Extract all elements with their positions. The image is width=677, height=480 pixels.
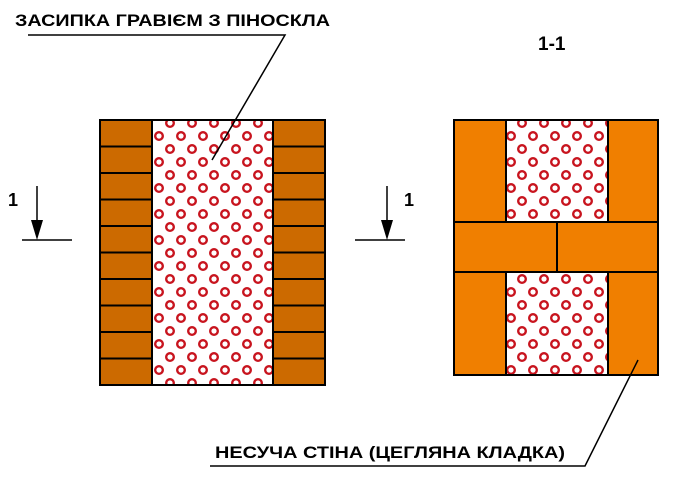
wall-callout: НЕСУЧА СТІНА (ЦЕГЛЯНА КЛАДКА) bbox=[210, 359, 639, 467]
section-marker-left: 1 bbox=[8, 186, 72, 241]
fill-callout: ЗАСИПКА ГРАВІЄМ З ПІНОСКЛА bbox=[15, 11, 330, 161]
brick-joints bbox=[100, 145, 325, 360]
foam-glass-gravel-fill bbox=[151, 119, 274, 386]
arrow-down-icon bbox=[381, 220, 393, 240]
arrow-down-icon bbox=[31, 220, 43, 240]
wall-label: НЕСУЧА СТІНА (ЦЕГЛЯНА КЛАДКА) bbox=[215, 443, 565, 462]
section-mark-right: 1 bbox=[404, 190, 414, 210]
section-marker-right: 1 bbox=[355, 186, 414, 241]
fill-label: ЗАСИПКА ГРАВІЄМ З ПІНОСКЛА bbox=[15, 11, 330, 30]
tie-brick-left bbox=[453, 221, 558, 273]
tie-brick-right bbox=[556, 221, 659, 273]
wall-elevation bbox=[99, 119, 326, 386]
section-title: 1-1 bbox=[538, 34, 566, 55]
section-mark-left: 1 bbox=[8, 190, 18, 210]
wall-section bbox=[453, 119, 659, 376]
